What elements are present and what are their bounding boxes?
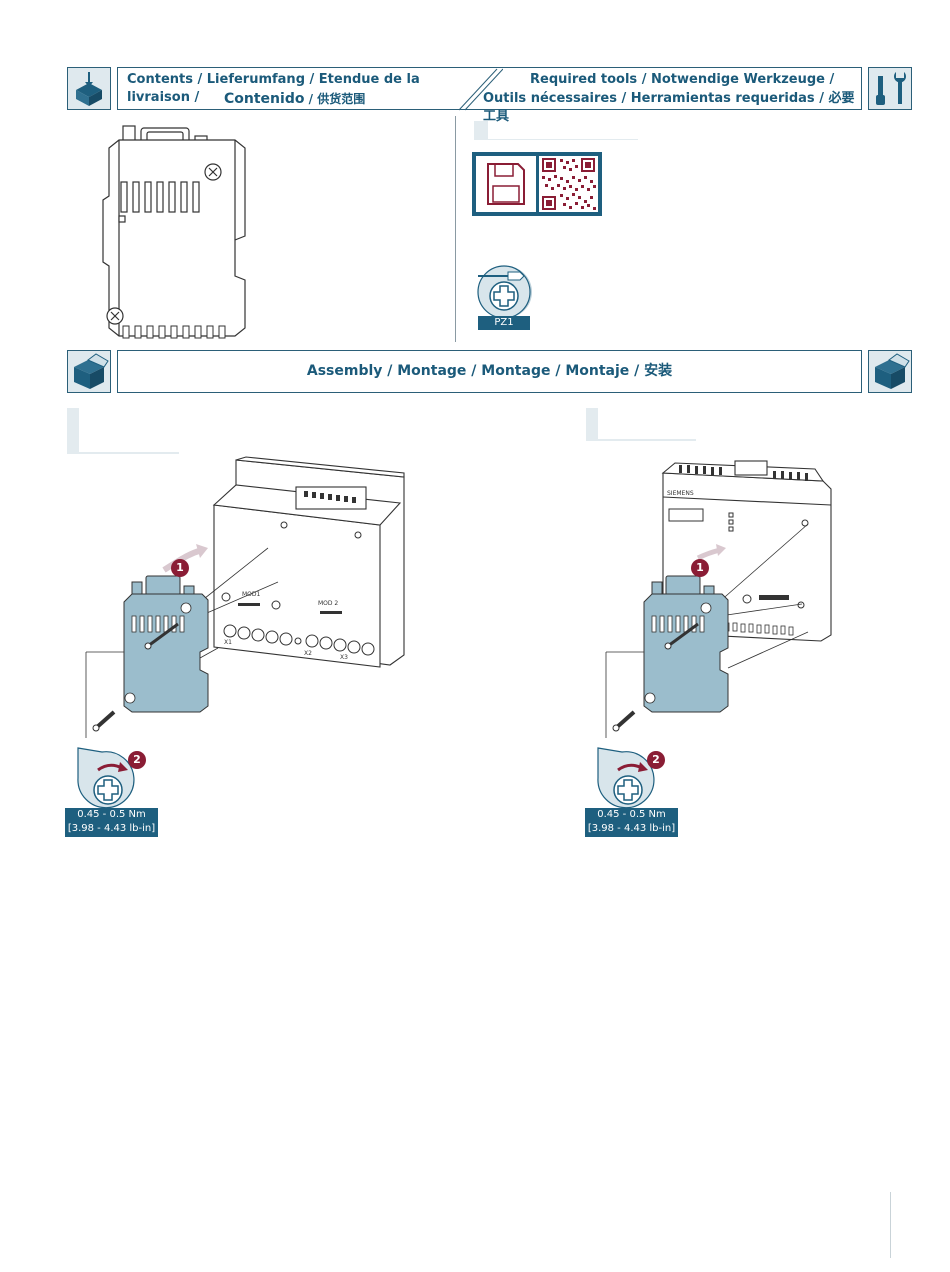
brand-label: SIEMENS: [667, 490, 694, 497]
screwdriver-size-badge: PZ1: [478, 316, 530, 330]
panel-device-drawing: MOD1 MOD 2 X1 X2 X3: [212, 456, 405, 668]
tools-title-line2: Outils nécessaires / Herramientas requer…: [483, 91, 855, 124]
x1-label: X1: [224, 639, 232, 646]
page-edge-rule: [890, 1192, 891, 1258]
step-ghost-rule-right: [586, 439, 696, 441]
tools-title-line1: Required tools / Notwendige Werkzeuge /: [530, 72, 835, 87]
x3-label: X3: [340, 654, 348, 661]
contents-title-rest: / 供货范围: [304, 92, 366, 106]
contents-title-bold: Contenido: [224, 91, 305, 107]
floppy-disk-icon: [476, 156, 536, 212]
step-2-marker-left: 2: [128, 751, 146, 769]
step-ghost-bar-left: [67, 408, 79, 452]
module-drawing: [102, 125, 246, 339]
qr-code-icon: [539, 156, 598, 212]
x2-label: X2: [304, 650, 312, 657]
mod1-label: MOD1: [242, 591, 261, 598]
torque-badge-right: 0.45 - 0.5 Nm [3.98 - 4.43 lb-in]: [585, 808, 678, 837]
wrench-screwdriver-icon: [868, 67, 912, 110]
tools-ghost-bar: [474, 121, 488, 139]
torque-nm-left: 0.45 - 0.5 Nm: [77, 809, 146, 820]
assembly-box-icon-left: [67, 350, 111, 393]
contents-title-line2: Contenido / 供货范围: [224, 90, 474, 109]
torque-nm-right: 0.45 - 0.5 Nm: [597, 809, 666, 820]
step-ghost-rule-left: [67, 452, 179, 454]
module-blue-right: [597, 523, 809, 809]
step-1-marker-left: 1: [171, 559, 189, 577]
tools-ghost-rule: [474, 139, 638, 140]
box-contents-icon: [67, 67, 111, 110]
torque-lbin-right: [3.98 - 4.43 lb-in]: [587, 823, 676, 834]
step-ghost-bar-right: [586, 408, 598, 439]
assembly-title: Assembly / Montage / Montage / Montaje /…: [306, 363, 673, 379]
floppy-qr-box: [472, 152, 602, 216]
assembly-header: Assembly / Montage / Montage / Montaje /…: [117, 350, 862, 393]
mod2-label: MOD 2: [318, 600, 338, 607]
step-2-marker-right: 2: [647, 751, 665, 769]
phillips-screwdriver-icon: [477, 265, 532, 319]
torque-badge-left: 0.45 - 0.5 Nm [3.98 - 4.43 lb-in]: [65, 808, 158, 837]
section-divider: [455, 116, 456, 342]
step-1-marker-right: 1: [691, 559, 709, 577]
torque-lbin-left: [3.98 - 4.43 lb-in]: [67, 823, 156, 834]
contents-title-line1: Contents / Lieferumfang / Etendue de la …: [127, 72, 420, 105]
assembly-box-icon-right: [868, 350, 912, 393]
contents-header: Contents / Lieferumfang / Etendue de la …: [117, 67, 862, 124]
module-blue-left: [77, 544, 279, 809]
